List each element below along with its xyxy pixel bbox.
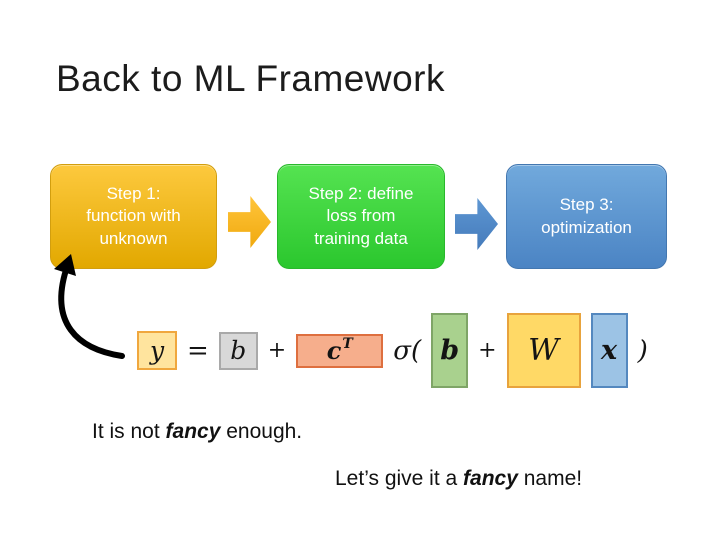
formula-token-plus-2: + [478, 338, 497, 363]
block-arrow-right-icon-1 [228, 196, 271, 248]
step-3-box: Step 3: optimization [506, 164, 667, 269]
formula-token-w-matrix: W [506, 313, 581, 388]
remark-2-suffix: name! [517, 467, 583, 490]
remark-fancy-name: Let’s give it a fancy name! [335, 467, 582, 491]
remark-1-emphasis: fancy [165, 420, 221, 443]
remark-1-suffix: enough. [220, 420, 303, 443]
formula-token-close-paren: ) [637, 335, 648, 366]
step-2-label: Step 2: define loss from training data [308, 183, 414, 248]
block-arrow-right-icon-2 [455, 198, 498, 250]
curved-arrow-icon [54, 254, 125, 359]
remark-not-fancy: It is not fancy enough. [92, 420, 302, 444]
formula-token-sigma-open-paren: σ( [393, 335, 422, 366]
step-2-box: Step 2: define loss from training data [277, 164, 445, 269]
formula-token-b-gray: b [218, 331, 258, 370]
remark-1-prefix: It is not [92, 420, 166, 443]
formula-token-equals: = [187, 335, 209, 366]
formula-token-plus-1: + [267, 338, 287, 363]
step-1-label: Step 1: function with unknown [86, 183, 181, 248]
formula-token-b-green: b [431, 313, 469, 388]
step-1-box: Step 1: function with unknown [50, 164, 217, 269]
formula-token-x-vector: x [590, 313, 628, 388]
remark-2-emphasis: fancy [463, 467, 518, 490]
remark-2-prefix: Let’s give it a [335, 467, 464, 490]
slide-title: Back to ML Framework [56, 58, 445, 99]
formula-token-y: y [137, 331, 177, 370]
step-3-label: Step 3: optimization [541, 195, 632, 237]
